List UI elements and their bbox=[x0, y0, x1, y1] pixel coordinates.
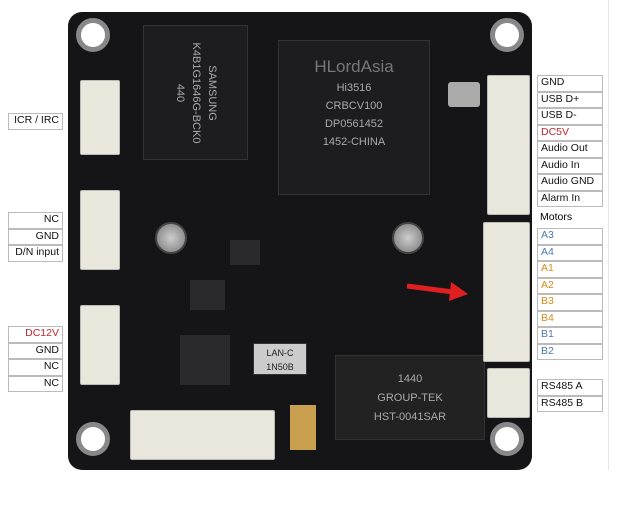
screw bbox=[392, 222, 424, 254]
label-a3: A3 bbox=[537, 228, 603, 245]
label-usb-dp: USB D+ bbox=[537, 91, 603, 108]
ram-text: K4B1G1646G-BCK0 bbox=[189, 42, 202, 143]
power-connector bbox=[80, 305, 120, 385]
screw bbox=[155, 222, 187, 254]
label-b1: B1 bbox=[537, 327, 603, 344]
label-alarm-in: Alarm In bbox=[537, 190, 603, 207]
soc-text: 1452-CHINA bbox=[322, 136, 386, 148]
transformer-text: 1440 bbox=[397, 373, 423, 385]
label-audio-gnd: Audio GND bbox=[537, 174, 603, 191]
mounting-hole bbox=[76, 422, 110, 456]
mounting-hole bbox=[76, 18, 110, 52]
label-b4: B4 bbox=[537, 310, 603, 327]
ram-text: SAMSUNG bbox=[205, 64, 218, 121]
label-audio-out: Audio Out bbox=[537, 141, 603, 158]
label-b2: B2 bbox=[537, 343, 603, 360]
watermark: HLordAsia bbox=[314, 57, 394, 76]
capacitor bbox=[290, 405, 316, 450]
label-a4: A4 bbox=[537, 244, 603, 261]
icr-connector bbox=[80, 80, 120, 155]
label-gnd: GND bbox=[537, 75, 603, 92]
label-nc: NC bbox=[8, 359, 63, 376]
soc-text: Hi3516 bbox=[336, 82, 372, 94]
bottom-connector bbox=[130, 410, 275, 460]
label-dc5v: DC5V bbox=[537, 124, 603, 141]
crystal bbox=[448, 82, 480, 107]
label-nc: NC bbox=[8, 212, 63, 229]
label-a2: A2 bbox=[537, 277, 603, 294]
label-dn-input: D/N input bbox=[8, 245, 63, 262]
label-audio-in: Audio In bbox=[537, 157, 603, 174]
label-dc12v: DC12V bbox=[8, 326, 63, 343]
soc-chip: HLordAsia Hi3516 CRBCV100 DP0561452 1452… bbox=[278, 40, 430, 195]
ram-chip: SAMSUNG K4B1G1646G-BCK0 440 bbox=[143, 25, 248, 160]
label-b3: B3 bbox=[537, 294, 603, 311]
label-rs485-a: RS485 A bbox=[537, 379, 603, 396]
motor-connector bbox=[483, 222, 530, 362]
transformer-text: HST-0041SAR bbox=[373, 411, 447, 423]
label-a1: A1 bbox=[537, 261, 603, 278]
ic bbox=[190, 280, 225, 310]
soc-text: DP0561452 bbox=[324, 118, 384, 130]
transformer-text: GROUP-TEK bbox=[377, 392, 443, 404]
mounting-hole bbox=[490, 422, 524, 456]
small-chip: LAN-C 1N50B bbox=[253, 343, 307, 375]
main-connector bbox=[487, 75, 530, 215]
network-transformer: 1440 GROUP-TEK HST-0041SAR bbox=[335, 355, 485, 440]
label-gnd: GND bbox=[8, 342, 63, 359]
ic bbox=[230, 240, 260, 265]
rs485-connector bbox=[487, 368, 530, 418]
mounting-hole bbox=[490, 18, 524, 52]
red-arrow-icon bbox=[406, 282, 468, 301]
motors-title: Motors bbox=[540, 211, 573, 223]
soc-text: CRBCV100 bbox=[325, 100, 383, 112]
ram-markings: SAMSUNG K4B1G1646G-BCK0 440 bbox=[172, 30, 220, 155]
label-gnd: GND bbox=[8, 228, 63, 245]
lan-text: LAN-C bbox=[266, 348, 294, 358]
ram-text: 440 bbox=[173, 83, 186, 102]
label-icr: ICR / IRC bbox=[8, 113, 63, 130]
label-nc: NC bbox=[8, 375, 63, 392]
label-rs485-b: RS485 B bbox=[537, 395, 603, 412]
label-usb-dm: USB D- bbox=[537, 108, 603, 125]
dn-connector bbox=[80, 190, 120, 270]
ic bbox=[180, 335, 230, 385]
small-chip-text: 1N50B bbox=[266, 362, 294, 372]
divider bbox=[608, 0, 609, 470]
